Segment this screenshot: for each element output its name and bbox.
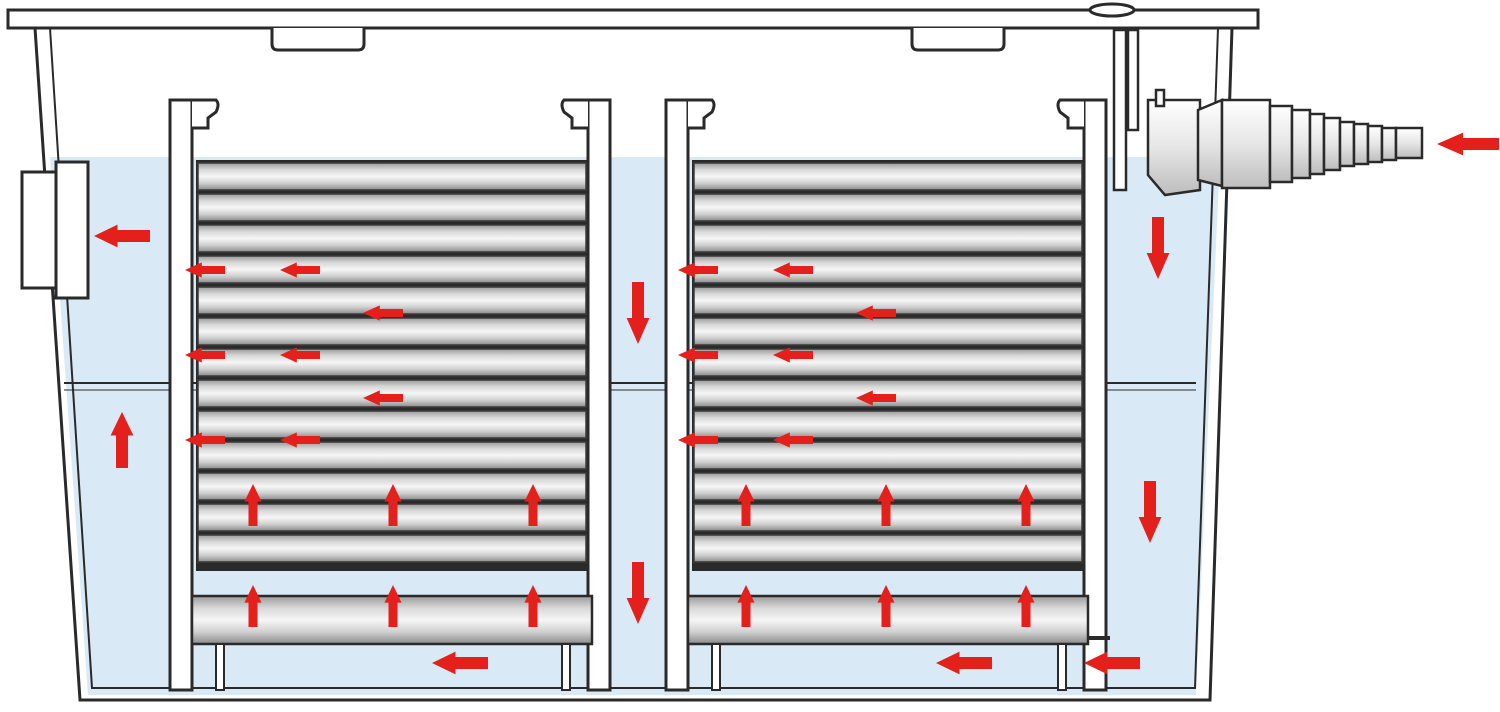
flow-arrows	[94, 132, 1499, 675]
support-foot	[561, 643, 571, 691]
support-foot	[1057, 643, 1067, 691]
flow-arrow-up	[1017, 484, 1035, 526]
flow-arrow-left	[678, 432, 718, 448]
flow-arrow-left	[432, 651, 488, 675]
flow-arrow-left	[856, 390, 896, 406]
flow-arrow-down	[1146, 217, 1170, 279]
flow-arrow-left	[363, 390, 403, 406]
flow-arrow-up	[110, 412, 134, 468]
flow-arrow-up	[877, 585, 895, 627]
media-slat	[197, 348, 587, 377]
flow-arrow-left	[678, 347, 718, 363]
flow-arrow-down	[626, 282, 650, 344]
media-slat	[693, 317, 1083, 346]
flow-arrow-up	[384, 585, 402, 627]
media-slat	[693, 441, 1083, 470]
media-slat	[197, 162, 587, 191]
partition-wall	[168, 98, 220, 692]
lid-handle-right	[910, 28, 1006, 52]
flow-arrow-up	[877, 484, 895, 526]
baffle-foot	[1084, 636, 1110, 640]
flow-arrow-up	[524, 484, 542, 526]
flow-arrow-left	[856, 305, 896, 321]
support-foot	[711, 643, 721, 691]
tank-wall-inner	[49, 27, 1219, 689]
flow-arrow-left	[678, 262, 718, 278]
flow-arrow-down	[626, 562, 650, 624]
flow-arrow-left	[280, 347, 320, 363]
outlet-port-icon	[20, 160, 90, 300]
media-slat	[693, 348, 1083, 377]
flow-arrow-left	[1084, 651, 1140, 675]
flow-arrow-up	[244, 585, 262, 627]
flow-arrow-left	[773, 347, 813, 363]
flow-arrow-left	[185, 347, 225, 363]
media-slat	[693, 534, 1083, 563]
flow-arrow-up	[737, 585, 755, 627]
media-slat	[693, 410, 1083, 439]
flow-arrow-left	[773, 262, 813, 278]
media-slat	[197, 193, 587, 222]
media-slat	[693, 162, 1083, 191]
lid-handle-left	[270, 28, 366, 52]
media-slat	[197, 317, 587, 346]
media-slat	[197, 224, 587, 253]
tank-housing	[6, 2, 1260, 702]
lid-knob	[1088, 2, 1136, 18]
media-slat	[693, 193, 1083, 222]
partition-wall	[664, 98, 716, 692]
flow-arrow-down	[1138, 481, 1162, 543]
tank-wall-outer	[33, 27, 1234, 702]
flow-arrow-left	[185, 432, 225, 448]
hose-connector-icon	[1112, 28, 1424, 197]
partition-walls	[168, 98, 1110, 692]
flow-arrow-left	[185, 262, 225, 278]
flow-arrow-up	[244, 484, 262, 526]
media-slat	[197, 534, 587, 563]
media-slat	[197, 441, 587, 470]
flow-arrow-left	[280, 262, 320, 278]
flow-arrow-left	[936, 651, 992, 675]
flow-arrow-up	[737, 484, 755, 526]
flow-arrow-up	[1017, 585, 1035, 627]
media-slat	[693, 255, 1083, 284]
media-slat	[693, 224, 1083, 253]
flow-arrow-left	[773, 432, 813, 448]
support-foot	[215, 643, 225, 691]
media-slat	[197, 410, 587, 439]
flow-arrow-left	[280, 432, 320, 448]
media-slat	[693, 379, 1083, 408]
flow-arrow-up	[524, 585, 542, 627]
flow-arrow-left	[94, 224, 150, 248]
partition-wall	[560, 98, 612, 692]
media-slat	[197, 255, 587, 284]
flow-arrow-up	[384, 484, 402, 526]
flow-arrow-left	[363, 305, 403, 321]
flow-arrow-left	[1437, 132, 1499, 156]
media-slat	[197, 379, 587, 408]
tank-lid	[6, 8, 1260, 30]
